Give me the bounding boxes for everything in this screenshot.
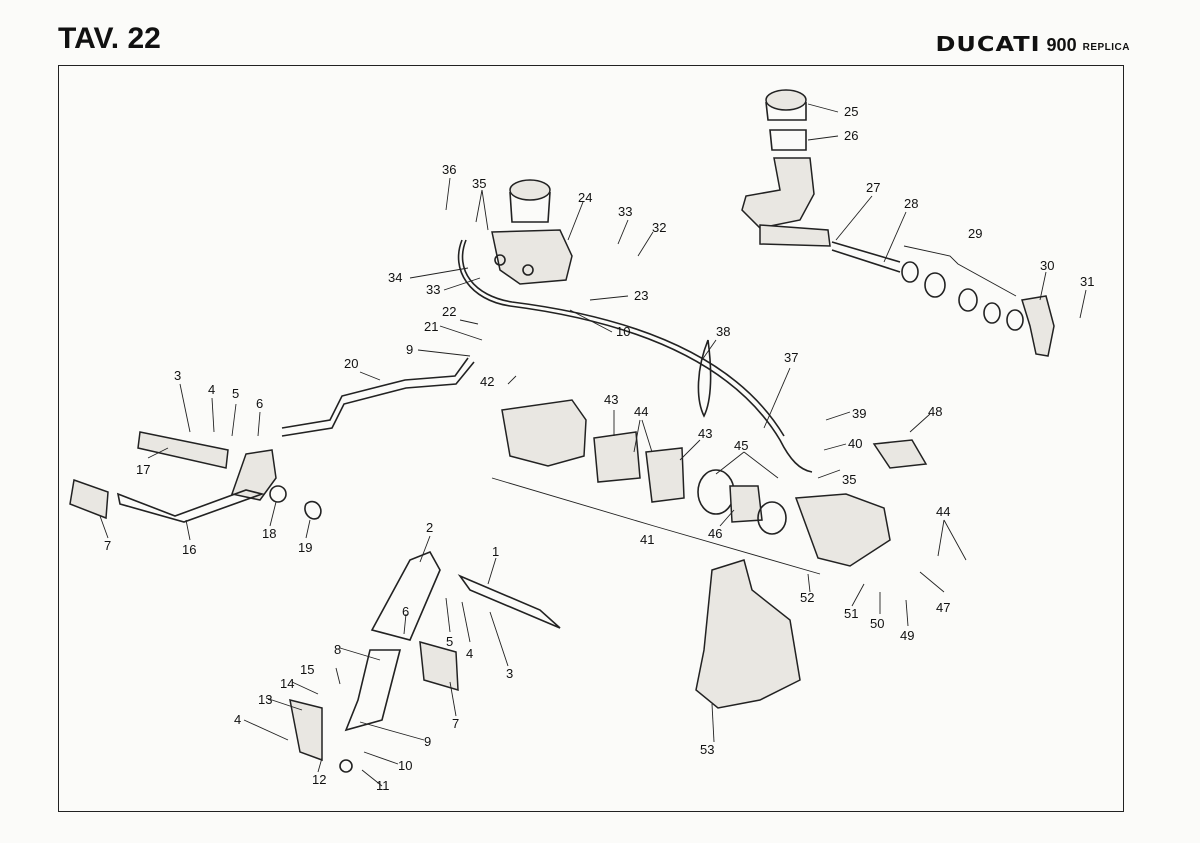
callout-7-b: 7 [452,716,459,731]
callout-43: 43 [604,392,618,407]
callout-26: 26 [844,128,858,143]
callout-34: 34 [388,270,402,285]
rear-piston-kit [831,241,1055,357]
callout-38: 38 [716,324,730,339]
brand-logo: DUCATI [935,32,1041,56]
callout-47: 47 [936,600,950,615]
right-lever-assembly [289,550,561,773]
left-footrest-assembly [69,431,322,523]
callout-22: 22 [442,304,456,319]
callout-19: 19 [298,540,312,555]
parts-layer [69,89,1055,773]
brand-model: 900 [1046,35,1077,55]
callout-46: 46 [708,526,722,541]
hose-clip [697,339,712,418]
callout-16: 16 [182,542,196,557]
callout-33: 33 [618,204,632,219]
callout-29: 29 [968,226,982,241]
callout-30: 30 [1040,258,1054,273]
callout-7: 7 [104,538,111,553]
rear-master-cylinder [741,89,831,247]
callout-11: 11 [376,778,390,793]
callout-33-b: 33 [426,282,440,297]
callout-37: 37 [784,350,798,365]
callout-4-b: 4 [466,646,473,661]
callout-27: 27 [866,180,880,195]
callout-1: 1 [492,544,499,559]
callout-10-b: 10 [398,758,412,773]
callout-31: 31 [1080,274,1094,289]
callout-18: 18 [262,526,276,541]
callout-8: 8 [334,642,341,657]
callout-50: 50 [870,616,884,631]
callout-39: 39 [852,406,866,421]
callout-35-b: 35 [842,472,856,487]
callout-49: 49 [900,628,914,643]
diagram-frame [58,65,1124,812]
caliper-bracket [695,559,801,709]
callout-41: 41 [640,532,654,547]
callout-20: 20 [344,356,358,371]
callout-labels: 36 35 24 33 32 34 33 23 22 21 10 9 20 3 … [104,104,1094,793]
table-label: TAV. 22 [58,22,161,55]
rear-caliper-assembly [501,399,928,567]
callout-6: 6 [256,396,263,411]
callout-4-c: 4 [234,712,241,727]
callout-14: 14 [280,676,294,691]
callout-28: 28 [904,196,918,211]
callout-15: 15 [300,662,314,677]
callout-25: 25 [844,104,858,119]
brake-hose [457,239,813,473]
callout-3-b: 3 [506,666,513,681]
leader-lines [99,103,1087,787]
callout-48: 48 [928,404,942,419]
callout-5: 5 [232,386,239,401]
callout-40: 40 [848,436,862,451]
callout-21: 21 [424,319,438,334]
callout-53: 53 [700,742,714,757]
callout-44: 44 [634,404,648,419]
callout-17: 17 [136,462,150,477]
callout-13: 13 [258,692,272,707]
callout-2: 2 [426,520,433,535]
callout-23: 23 [634,288,648,303]
brand-block: DUCATI 900 REPLICA [936,30,1131,56]
callout-9-b: 9 [424,734,431,749]
callout-51: 51 [844,606,858,621]
page-header: TAV. 22 DUCATI 900 REPLICA [0,0,1200,64]
shift-rod [281,357,469,429]
callout-5-b: 5 [446,634,453,649]
callout-24: 24 [578,190,592,205]
callout-36: 36 [442,162,456,177]
brand-suffix: REPLICA [1082,42,1130,53]
callout-32: 32 [652,220,666,235]
callout-43-b: 43 [698,426,712,441]
callout-44-b: 44 [936,504,950,519]
callout-6-b: 6 [402,604,409,619]
callout-9: 9 [406,342,413,357]
callout-3: 3 [174,368,181,383]
callout-12: 12 [312,772,326,787]
callout-4: 4 [208,382,215,397]
callout-52: 52 [800,590,814,605]
callout-45: 45 [734,438,748,453]
front-master-cylinder [491,179,573,285]
callout-10: 10 [616,324,630,339]
callout-42: 42 [480,374,494,389]
callout-35: 35 [472,176,486,191]
